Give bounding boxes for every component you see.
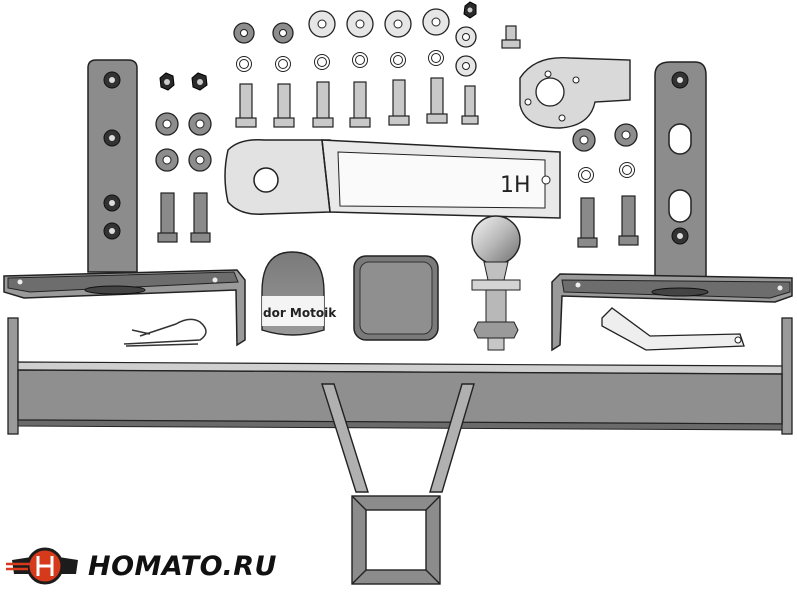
cover-text: dor Motoik (263, 306, 337, 320)
brand-area: HOMATO.RU (8, 545, 276, 593)
bolts (157, 25, 639, 248)
tow-ball (471, 215, 521, 351)
washers-left (155, 22, 638, 172)
towbar-cross-beam (7, 317, 793, 435)
receiver-marking: 1H (500, 173, 531, 198)
receiver-assembly (321, 383, 475, 585)
electrical-socket-plate (519, 56, 631, 129)
winged-h-logo-icon (6, 547, 78, 585)
square-end-cap (353, 255, 439, 341)
large-washers (308, 8, 477, 77)
right-mounting-bracket (551, 61, 793, 352)
spring-clip-pin (123, 318, 207, 347)
hitch-receiver-tongue: 1H (224, 138, 561, 219)
left-mounting-bracket (3, 59, 246, 347)
brand-name[interactable]: HOMATO.RU (88, 551, 277, 582)
tow-ball-cover: dor Motoik (261, 251, 337, 336)
locking-pin (601, 307, 745, 351)
